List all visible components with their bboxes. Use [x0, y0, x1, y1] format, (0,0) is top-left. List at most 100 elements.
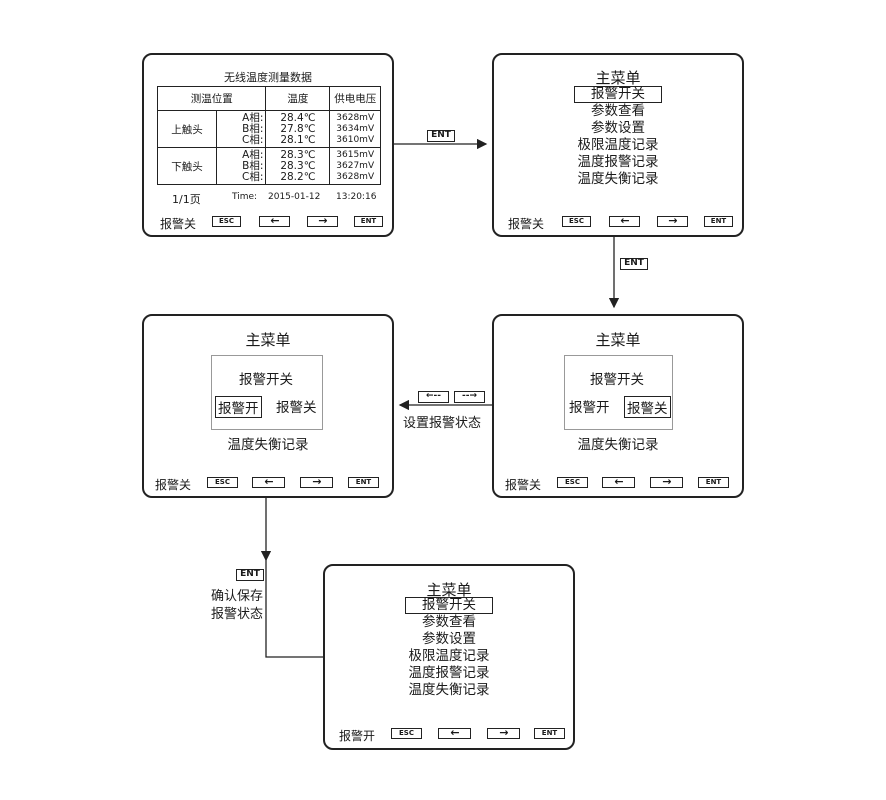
- volt-value: 3615mV: [336, 149, 375, 160]
- phase-label: C相:: [242, 170, 264, 183]
- option-alarm-on[interactable]: 报警开: [215, 396, 262, 418]
- left-arrow-key[interactable]: ←: [602, 476, 635, 488]
- menu-title: 主菜单: [426, 581, 472, 599]
- menu-title: 主菜单: [595, 331, 641, 349]
- phase-label: C相:: [242, 133, 264, 146]
- header-voltage: 供电电压: [329, 86, 381, 111]
- menu-item-view-params[interactable]: 参数查看: [422, 614, 476, 630]
- time-label: Time:: [232, 192, 258, 202]
- menu-item-alarm-switch[interactable]: 报警开关: [325, 597, 573, 614]
- alarm-status: 报警关: [505, 478, 542, 492]
- transition-label-set-alarm-state: 设置报警状态: [403, 416, 482, 431]
- submenu-title: 报警开关: [239, 372, 293, 388]
- right-arrow-key[interactable]: →: [300, 476, 333, 488]
- alarm-submenu: 报警开关 报警开 报警关: [211, 355, 323, 430]
- temp-value: 28.4℃: [280, 111, 316, 124]
- lower-temps: 28.3℃ 28.3℃ 28.2℃: [265, 147, 331, 185]
- ent-key[interactable]: ENT: [698, 477, 729, 488]
- esc-key[interactable]: ESC: [562, 216, 591, 227]
- screen-alarm-off-selected: 主菜单 报警开关 报警开 报警关 温度失衡记录 报警关 ESC ← → ENT: [492, 314, 744, 498]
- alarm-submenu: 报警开关 报警开 报警关: [564, 355, 673, 430]
- menu-item-alarm-switch[interactable]: 报警开关: [494, 86, 742, 103]
- option-alarm-on[interactable]: 报警开: [569, 400, 610, 416]
- header-location: 测温位置: [156, 86, 267, 111]
- page-indicator: 1/1页: [172, 193, 201, 206]
- screen-main-menu: 主菜单 报警开关 参数查看 参数设置 极限温度记录 温度报警记录 温度失衡记录 …: [492, 53, 744, 237]
- menu-item-set-params[interactable]: 参数设置: [591, 120, 645, 136]
- menu-item-limit-temp-record[interactable]: 极限温度记录: [408, 648, 490, 664]
- upper-volts: 3628mV 3634mV 3610mV: [329, 110, 381, 148]
- submenu-title: 报警开关: [590, 372, 644, 388]
- transition-label-confirm-save: 确认保存: [211, 589, 264, 604]
- transition-right-key: --→: [454, 391, 485, 403]
- temp-value: 28.1℃: [280, 133, 316, 146]
- group-upper-contact: 上触头: [157, 110, 217, 148]
- volt-value: 3634mV: [336, 123, 375, 134]
- screen-main-menu-alarm-on: 主菜单 报警开关 参数查看 参数设置 极限温度记录 温度报警记录 温度失衡记录 …: [323, 564, 575, 750]
- screen-temperature-data: 无线温度测量数据 测温位置 温度 供电电压 上触头 A相: B相: C相: 28…: [142, 53, 394, 237]
- transition-ent-key-2: ENT: [620, 258, 648, 270]
- menu-list: 报警开关 参数查看 参数设置 极限温度记录 温度报警记录 温度失衡记录: [494, 86, 742, 188]
- phase-label: B相:: [242, 122, 264, 135]
- option-alarm-off[interactable]: 报警关: [624, 396, 671, 418]
- menu-item-view-params[interactable]: 参数查看: [591, 103, 645, 119]
- esc-key[interactable]: ESC: [212, 216, 241, 227]
- transition-left-key: ←--: [418, 391, 449, 403]
- menu-item-set-params[interactable]: 参数设置: [422, 631, 476, 647]
- clock-value: 13:20:16: [336, 192, 377, 202]
- volt-value: 3627mV: [336, 160, 375, 171]
- left-arrow-key[interactable]: ←: [438, 727, 471, 739]
- ent-key[interactable]: ENT: [534, 728, 565, 739]
- transition-ent-key-3: ENT: [236, 569, 264, 581]
- menu-item-temp-imbalance-record[interactable]: 温度失衡记录: [577, 171, 659, 187]
- screen-alarm-on-selected: 主菜单 报警开关 报警开 报警关 温度失衡记录 报警关 ESC ← → ENT: [142, 314, 394, 498]
- menu-list: 报警开关 参数查看 参数设置 极限温度记录 温度报警记录 温度失衡记录: [325, 597, 573, 699]
- upper-phases: A相: B相: C相:: [215, 110, 267, 148]
- menu-title: 主菜单: [245, 331, 291, 349]
- menu-item-temp-imbalance-record: 温度失衡记录: [227, 437, 309, 453]
- line-to-screen5: [265, 560, 323, 658]
- ent-key[interactable]: ENT: [704, 216, 733, 227]
- menu-item-temp-imbalance-record: 温度失衡记录: [577, 437, 659, 453]
- phase-label: A相:: [242, 111, 264, 124]
- right-arrow-key[interactable]: →: [487, 727, 520, 739]
- temp-value: 28.3℃: [280, 148, 316, 161]
- ent-key[interactable]: ENT: [348, 477, 379, 488]
- alarm-status: 报警关: [155, 478, 192, 492]
- menu-title: 主菜单: [595, 69, 641, 87]
- temp-value: 28.2℃: [280, 170, 316, 183]
- menu-item-limit-temp-record[interactable]: 极限温度记录: [577, 137, 659, 153]
- menu-item-temp-alarm-record[interactable]: 温度报警记录: [408, 665, 490, 681]
- lower-phases: A相: B相: C相:: [215, 147, 267, 185]
- left-arrow-key[interactable]: ←: [252, 476, 285, 488]
- date-value: 2015-01-12: [268, 192, 321, 202]
- menu-item-temp-alarm-record[interactable]: 温度报警记录: [577, 154, 659, 170]
- left-arrow-key[interactable]: ←: [259, 215, 290, 227]
- volt-value: 3610mV: [336, 134, 375, 145]
- esc-key[interactable]: ESC: [557, 477, 588, 488]
- alarm-status: 报警开: [339, 729, 376, 743]
- ent-key[interactable]: ENT: [354, 216, 383, 227]
- group-lower-contact: 下触头: [157, 147, 217, 185]
- volt-value: 3628mV: [336, 171, 375, 182]
- data-title: 无线温度测量数据: [224, 71, 312, 84]
- left-arrow-key[interactable]: ←: [609, 215, 640, 227]
- temp-value: 27.8℃: [280, 122, 316, 135]
- right-arrow-key[interactable]: →: [650, 476, 683, 488]
- menu-item-temp-imbalance-record[interactable]: 温度失衡记录: [408, 682, 490, 698]
- temperature-table: 测温位置 温度 供电电压 上触头 A相: B相: C相: 28.4℃ 27.8℃…: [156, 86, 381, 185]
- alarm-status: 报警关: [160, 217, 197, 231]
- upper-temps: 28.4℃ 27.8℃ 28.1℃: [265, 110, 331, 148]
- header-temperature: 温度: [265, 86, 331, 111]
- right-arrow-key[interactable]: →: [657, 215, 688, 227]
- esc-key[interactable]: ESC: [391, 728, 422, 739]
- transition-label-alarm-state: 报警状态: [211, 607, 264, 622]
- right-arrow-key[interactable]: →: [307, 215, 338, 227]
- transition-ent-key-1: ENT: [427, 130, 455, 142]
- lower-volts: 3615mV 3627mV 3628mV: [329, 147, 381, 185]
- phase-label: B相:: [242, 159, 264, 172]
- alarm-status: 报警关: [508, 217, 545, 231]
- esc-key[interactable]: ESC: [207, 477, 238, 488]
- option-alarm-off[interactable]: 报警关: [276, 400, 317, 416]
